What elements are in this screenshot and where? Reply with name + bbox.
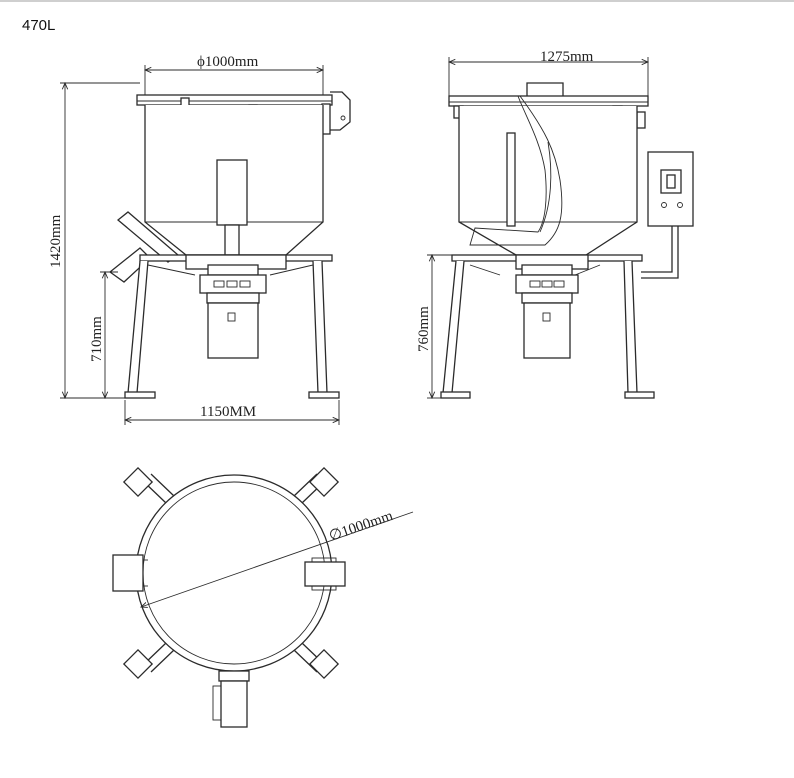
side-width-label: 1275mm [540, 49, 594, 65]
front-leg-height-label: 710mm [89, 316, 105, 362]
front-lid [136, 94, 333, 106]
side-view: 1275mm 760mm [416, 49, 694, 398]
side-leg-right [623, 260, 638, 394]
front-leg-right [312, 260, 328, 394]
side-lid-handle [526, 82, 564, 96]
side-lid [448, 95, 649, 107]
front-screw-housing [216, 159, 248, 226]
side-screw [506, 132, 516, 227]
top-border-line [0, 0, 794, 2]
top-control-box [304, 561, 346, 587]
front-height-label: 1420mm [48, 214, 64, 268]
top-diameter-label: ∅1000mm [327, 508, 395, 545]
side-cable [641, 226, 673, 273]
top-bracket-lower-right [293, 642, 340, 680]
side-cutaway [469, 95, 563, 246]
front-lid-hinge [330, 91, 351, 131]
side-leg-height-label: 760mm [416, 306, 432, 352]
top-diameter-line [141, 511, 414, 607]
top-motor [220, 680, 248, 728]
front-view: ϕ1000mm 1420mm 710mm 1150MM [48, 54, 351, 425]
front-leg-left [127, 260, 149, 394]
side-motor [523, 302, 571, 359]
top-bracket-lower-left [122, 642, 175, 680]
side-gearbox [515, 274, 579, 294]
top-bracket-upper-left [122, 466, 175, 504]
side-barrel [458, 106, 638, 256]
top-bracket-upper-right [293, 466, 340, 504]
front-motor [207, 302, 259, 359]
model-title: 470L [22, 17, 56, 34]
front-gearbox [199, 274, 267, 294]
front-diameter-label: ϕ1000mm [197, 54, 259, 70]
front-base-width-label: 1150MM [200, 404, 256, 420]
top-view: ∅1000mm [112, 466, 414, 728]
top-outer-ring [135, 474, 333, 672]
side-leg-left [442, 260, 465, 394]
top-discharge-port [112, 554, 144, 592]
